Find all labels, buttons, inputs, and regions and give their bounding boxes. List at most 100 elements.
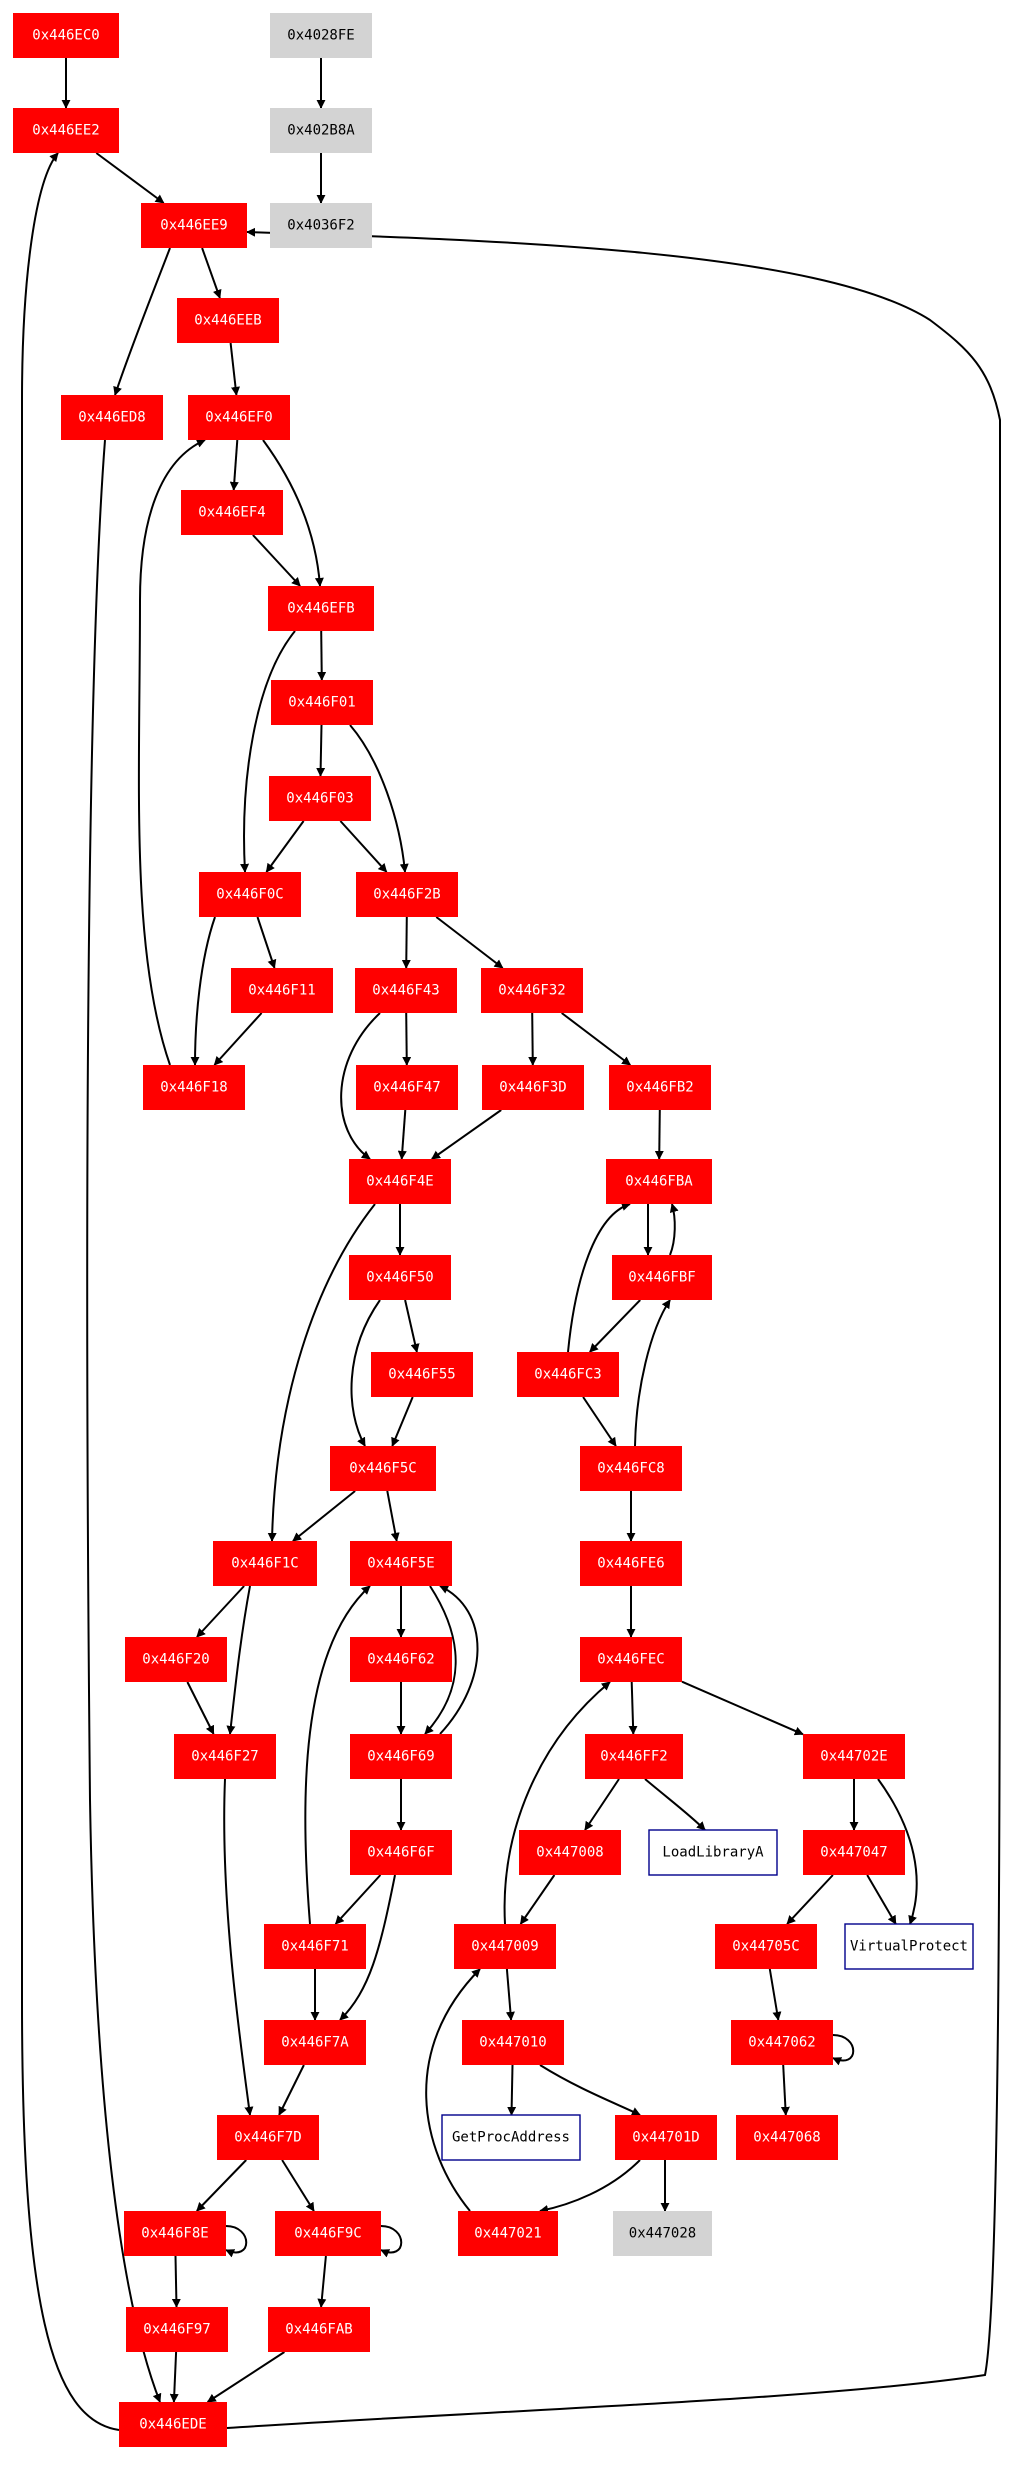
graph-node-0x446f9c: 0x446F9C	[275, 2211, 381, 2256]
node-box-0x446f9c	[275, 2211, 381, 2256]
edge-0x446ED8-to-0x446EDE	[86, 439, 162, 2403]
node-box-0x446fec	[580, 1637, 682, 1682]
node-label-0x446ee9: 0x446EE9	[160, 218, 227, 234]
node-label-0x446f62: 0x446F62	[367, 1652, 434, 1668]
node-box-getprocaddress	[441, 2114, 581, 2161]
node-label-0x446f11: 0x446F11	[248, 983, 315, 999]
graph-node-virtualprotect: VirtualProtect	[844, 1923, 974, 1970]
edge-0x446F47-to-0x446F4E	[397, 1109, 407, 1160]
node-box-0x446f0c	[199, 872, 301, 917]
graph-node-0x446f2b: 0x446F2B	[356, 872, 458, 917]
node-box-0x44701d	[615, 2115, 717, 2160]
edge-0x446F32-to-0x446FB2	[561, 1012, 632, 1066]
node-label-0x446f8e: 0x446F8E	[141, 2226, 208, 2242]
edge-0x446F27-to-0x446F7D	[223, 1778, 254, 2116]
node-label-0x44701d: 0x44701D	[632, 2130, 699, 2146]
edge-0x446F7D-to-0x446F8E	[196, 2159, 247, 2212]
edge-0x446F20-to-0x446F27	[186, 1681, 215, 1735]
graph-node-0x446f8e: 0x446F8E	[124, 2211, 226, 2256]
node-box-0x446f8e	[124, 2211, 226, 2256]
node-label-0x446f20: 0x446F20	[142, 1652, 209, 1668]
node-box-0x446ee9	[141, 203, 247, 248]
graph-node-0x446fba: 0x446FBA	[606, 1159, 712, 1204]
graph-node-0x446f20: 0x446F20	[125, 1637, 227, 1682]
graph-node-0x446f18: 0x446F18	[143, 1065, 245, 1110]
node-label-0x446f1c: 0x446F1C	[231, 1556, 298, 1572]
graph-node-0x446fc8: 0x446FC8	[580, 1446, 682, 1491]
node-label-0x44702e: 0x44702E	[820, 1749, 887, 1765]
graph-node-0x446fbf: 0x446FBF	[612, 1255, 712, 1300]
graph-node-0x446f5e: 0x446F5E	[350, 1541, 452, 1586]
node-box-0x446f11	[231, 968, 333, 1013]
edge-0x447047-to-0x44705C	[786, 1874, 834, 1925]
edge-0x446F1C-to-0x446F20	[196, 1585, 245, 1638]
graph-node-0x446fb2: 0x446FB2	[609, 1065, 711, 1110]
graph-node-0x402b8a: 0x402B8A	[270, 108, 372, 153]
edge-0x446F71-to-0x446F5E	[304, 1585, 371, 1925]
edge-0x446F5C-to-0x446F1C	[292, 1490, 356, 1542]
graph-node-0x447009: 0x447009	[454, 1924, 556, 1969]
node-label-0x446f0c: 0x446F0C	[216, 887, 283, 903]
node-box-0x446fb2	[609, 1065, 711, 1110]
edge-0x446F18-to-0x446EF0	[137, 439, 206, 1066]
graph-node-0x446ee2: 0x446EE2	[13, 108, 119, 153]
edge-0x446F1C-to-0x446F27	[226, 1585, 251, 1735]
edge-0x446FBF-to-0x446FBA	[669, 1203, 679, 1256]
edge-0x446F3D-to-0x446F4E	[431, 1109, 502, 1160]
node-box-0x446f97	[126, 2307, 228, 2352]
node-box-0x446f55	[371, 1352, 473, 1397]
node-label-loadlibrarya: LoadLibraryA	[662, 1845, 764, 1861]
node-label-0x447062: 0x447062	[748, 2035, 815, 2051]
edge-0x447009-to-0x447010	[505, 1968, 515, 2021]
node-label-0x402b8a: 0x402B8A	[287, 123, 355, 139]
edge-0x446F7A-to-0x446F7D	[278, 2064, 305, 2116]
node-box-0x446f7a	[264, 2020, 366, 2065]
graph-node-0x446efb: 0x446EFB	[268, 586, 374, 631]
edge-0x446FC3-to-0x446FC8	[582, 1396, 617, 1447]
graph-node-0x446ec0: 0x446EC0	[13, 13, 119, 58]
node-label-0x446ed8: 0x446ED8	[78, 410, 145, 426]
node-box-0x446ff2	[585, 1734, 683, 1779]
graph-node-0x446fe6: 0x446FE6	[580, 1541, 682, 1586]
node-label-0x446efb: 0x446EFB	[287, 601, 354, 617]
node-label-0x446f43: 0x446F43	[372, 983, 439, 999]
graph-node-0x446f3d: 0x446F3D	[482, 1065, 584, 1110]
node-box-0x447021	[458, 2211, 558, 2256]
node-box-0x446ee2	[13, 108, 119, 153]
node-label-0x446ef0: 0x446EF0	[205, 410, 272, 426]
node-label-0x446f5e: 0x446F5E	[367, 1556, 434, 1572]
graph-node-0x446f7a: 0x446F7A	[264, 2020, 366, 2065]
graph-node-0x446f62: 0x446F62	[350, 1637, 452, 1682]
node-box-0x446fc3	[517, 1352, 619, 1397]
node-box-0x446fab	[268, 2307, 370, 2352]
node-box-0x446f1c	[213, 1541, 317, 1586]
graph-node-0x447028: 0x447028	[613, 2211, 712, 2256]
edge-0x446F6F-to-0x446F7A	[339, 1874, 396, 2021]
node-label-0x446f3d: 0x446F3D	[499, 1080, 566, 1096]
edge-0x446FF2-to-0x447008	[584, 1778, 620, 1831]
graph-node-0x446f4e: 0x446F4E	[349, 1159, 451, 1204]
edge-0x446F03-to-0x446F0C	[265, 820, 305, 873]
graph-node-0x446f5c: 0x446F5C	[330, 1446, 436, 1491]
node-label-0x446f97: 0x446F97	[143, 2322, 210, 2338]
node-box-0x446f62	[350, 1637, 452, 1682]
graph-node-0x446fab: 0x446FAB	[268, 2307, 370, 2352]
edge-0x446F43-to-0x446F4E	[340, 1012, 381, 1160]
edge-0x446F01-to-0x446F03	[316, 724, 326, 777]
node-box-0x446f6f	[350, 1830, 452, 1875]
node-label-0x446f6f: 0x446F6F	[367, 1845, 434, 1861]
node-label-0x447021: 0x447021	[474, 2226, 541, 2242]
graph-node-0x446ed8: 0x446ED8	[61, 395, 163, 440]
node-label-0x446f69: 0x446F69	[367, 1749, 434, 1765]
edge-0x446F50-to-0x446F55	[404, 1299, 420, 1353]
graph-node-0x446ef4: 0x446EF4	[181, 490, 283, 535]
edge-0x446F0C-to-0x446F11	[256, 916, 277, 969]
edge-0x446F32-to-0x446F3D	[528, 1012, 538, 1066]
node-box-0x447068	[736, 2115, 838, 2160]
edge-0x446EFB-to-0x446F0C	[240, 630, 296, 873]
graph-node-0x4036f2: 0x4036F2	[270, 203, 372, 248]
edge-0x446FAB-to-0x446EDE	[206, 2351, 285, 2403]
edge-0x447010-to-0x44701D	[539, 2064, 641, 2116]
graph-node-0x446ede: 0x446EDE	[119, 2402, 227, 2447]
